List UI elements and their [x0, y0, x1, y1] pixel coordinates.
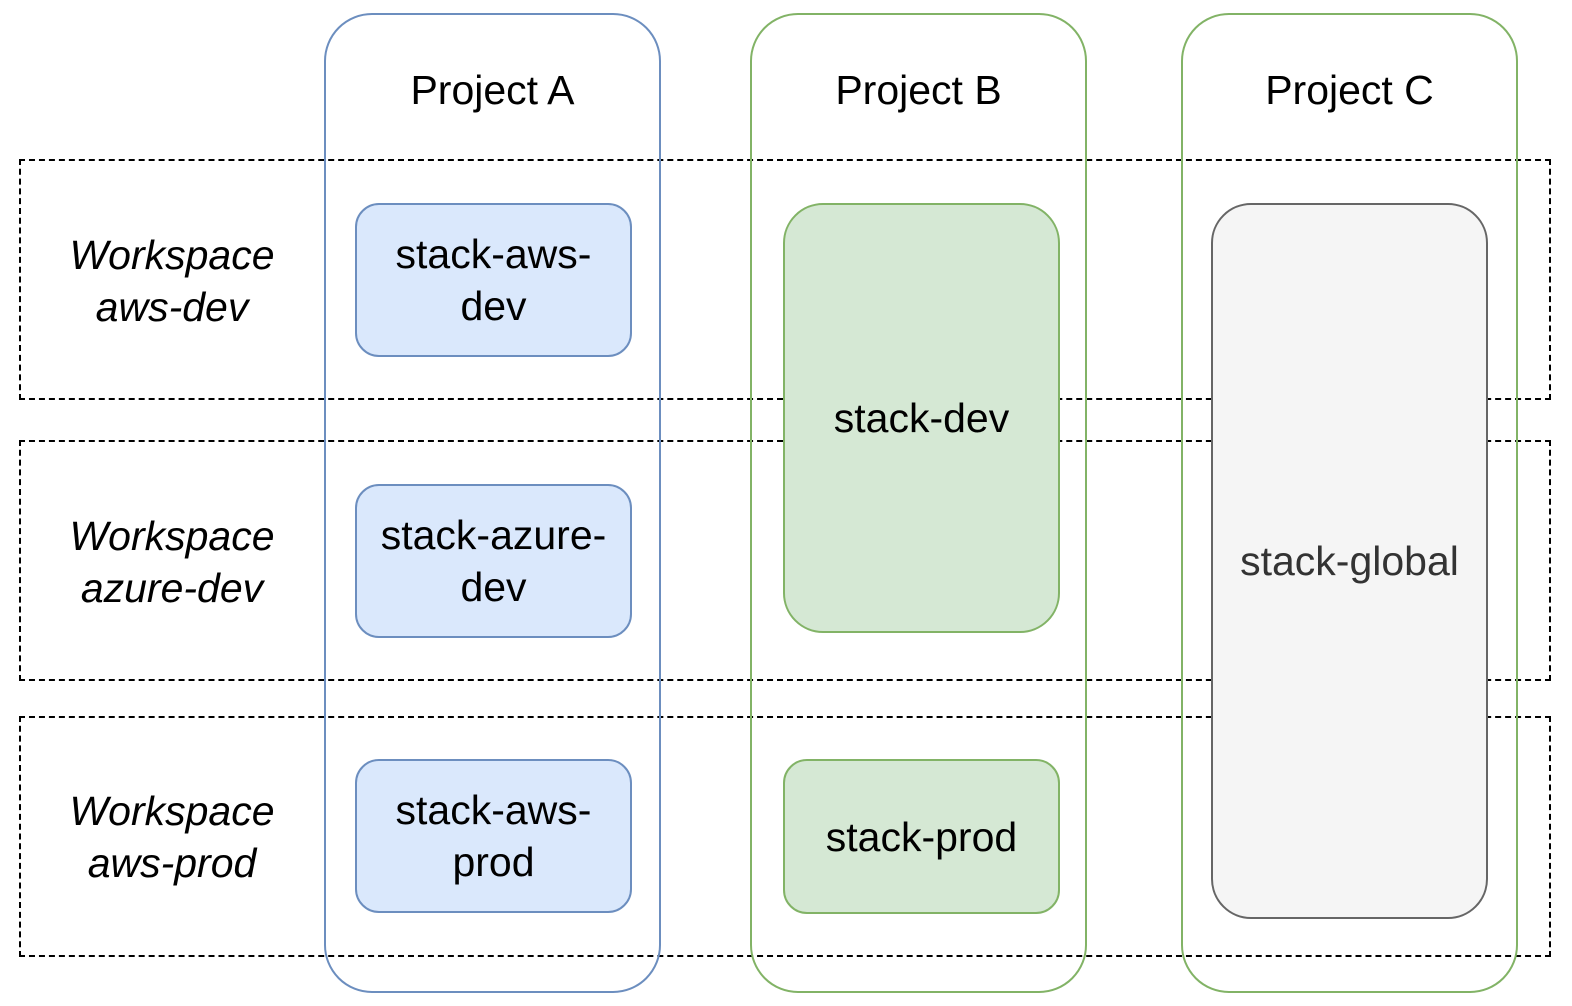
workspace-label-line2: aws-dev: [95, 284, 249, 330]
workspace-label-line1: Workspace: [69, 513, 275, 559]
stack-prod-node[interactable]: stack-prod: [783, 759, 1060, 914]
stack-label-line1: stack-aws-: [395, 231, 592, 277]
workspace-label-aws-prod: Workspace aws-prod: [40, 785, 304, 889]
project-a-title: Project A: [410, 67, 575, 113]
project-c-title: Project C: [1265, 67, 1434, 113]
workspace-label-line2: azure-dev: [80, 565, 264, 611]
workspace-label-azure-dev: Workspace azure-dev: [40, 510, 304, 614]
stack-label: stack-global: [1240, 538, 1459, 584]
stack-global-node[interactable]: stack-global: [1211, 203, 1488, 919]
workspace-label-line2: aws-prod: [87, 840, 257, 886]
project-b-title: Project B: [835, 67, 1002, 113]
project-c-column: [1181, 13, 1518, 993]
stack-label-line2: dev: [460, 564, 527, 610]
stack-label: stack-dev: [833, 395, 1010, 441]
project-a-column: [324, 13, 661, 993]
stack-label-line2: dev: [460, 283, 527, 329]
stack-label-line2: prod: [452, 839, 535, 885]
stack-aws-dev-node[interactable]: stack-aws- dev: [355, 203, 632, 357]
project-b-column: [750, 13, 1087, 993]
workspace-label-line1: Workspace: [69, 788, 275, 834]
stack-aws-prod-node[interactable]: stack-aws- prod: [355, 759, 632, 913]
workspace-label-aws-dev: Workspace aws-dev: [40, 229, 304, 333]
stack-label-line1: stack-aws-: [395, 787, 592, 833]
stack-dev-node[interactable]: stack-dev: [783, 203, 1060, 633]
stack-azure-dev-node[interactable]: stack-azure- dev: [355, 484, 632, 638]
stack-label-line1: stack-azure-: [380, 512, 607, 558]
workspace-label-line1: Workspace: [69, 232, 275, 278]
stack-label: stack-prod: [825, 813, 1018, 860]
